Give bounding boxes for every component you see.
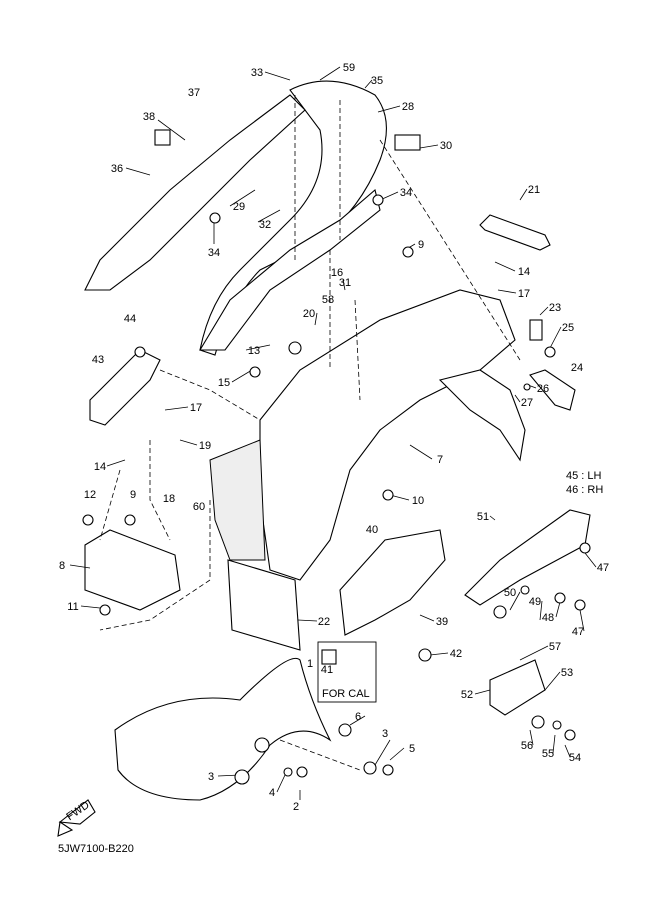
callout-17: 17	[518, 288, 530, 300]
callout-40: 40	[366, 524, 378, 536]
callout-3: 3	[208, 771, 214, 783]
callout-34: 34	[400, 187, 412, 199]
callout-21: 21	[528, 184, 540, 196]
callout-33: 33	[251, 67, 263, 79]
callout-17: 17	[190, 402, 202, 414]
callout-4: 4	[269, 787, 275, 799]
callout-9: 9	[418, 239, 424, 251]
callout-29: 29	[233, 201, 245, 213]
side-label-lh: 45 : LH	[566, 470, 602, 482]
callout-12: 12	[84, 489, 96, 501]
callout-53: 53	[561, 667, 573, 679]
callout-48: 48	[542, 612, 554, 624]
callout-6: 6	[355, 711, 361, 723]
callout-44: 44	[124, 313, 136, 325]
callout-14: 14	[518, 266, 530, 278]
inner-fender-part-7	[259, 289, 516, 581]
fwd-arrow-icon	[57, 799, 96, 837]
callout-2: 2	[293, 801, 299, 813]
callout-27: 27	[521, 397, 533, 409]
callout-41: 41	[321, 664, 333, 676]
callout-10: 10	[412, 495, 424, 507]
leader-lines	[69, 66, 597, 800]
battery-box-part-8	[84, 529, 181, 611]
callout-47: 47	[572, 626, 584, 638]
callout-13: 13	[248, 345, 260, 357]
callout-47: 47	[597, 562, 609, 574]
front-fender-part-1	[114, 657, 332, 801]
callout-3: 3	[382, 728, 388, 740]
side-label-rh: 46 : RH	[566, 484, 603, 496]
callout-23: 23	[549, 302, 561, 314]
callout-56: 56	[521, 740, 533, 752]
callout-22: 22	[318, 616, 330, 628]
bracket-part-24	[529, 369, 576, 411]
callout-51: 51	[477, 511, 489, 523]
callout-19: 19	[199, 440, 211, 452]
callout-57: 57	[549, 641, 561, 653]
bracket-part-21	[479, 214, 551, 251]
callout-55: 55	[542, 748, 554, 760]
callout-30: 30	[440, 140, 452, 152]
callout-18: 18	[163, 493, 175, 505]
callout-38: 38	[143, 111, 155, 123]
callout-42: 42	[450, 648, 462, 660]
callout-52: 52	[461, 689, 473, 701]
for-cal-label: FOR CAL	[322, 688, 370, 700]
callout-34: 34	[208, 247, 220, 259]
for-cal-box	[317, 641, 377, 703]
callout-49: 49	[529, 596, 541, 608]
plate-part-22	[227, 559, 301, 651]
callout-8: 8	[59, 560, 65, 572]
fastener-icons	[82, 129, 591, 785]
callout-1: 1	[307, 658, 313, 670]
callout-39: 39	[436, 616, 448, 628]
callout-14: 14	[94, 461, 106, 473]
callout-50: 50	[504, 587, 516, 599]
callout-11: 11	[67, 601, 78, 613]
callout-36: 36	[111, 163, 123, 175]
callout-32: 32	[259, 219, 271, 231]
bracket-part-52	[489, 659, 546, 716]
callout-37: 37	[188, 87, 200, 99]
callout-59: 59	[343, 62, 355, 74]
callout-25: 25	[562, 322, 574, 334]
assembly-dashes	[99, 95, 521, 771]
fender-tail-part-7	[438, 369, 526, 462]
callout-5: 5	[409, 743, 415, 755]
callout-7: 7	[437, 454, 443, 466]
callout-58: 58	[322, 294, 334, 306]
callout-60: 60	[193, 501, 205, 513]
callout-15: 15	[218, 377, 230, 389]
callout-9: 9	[130, 489, 136, 501]
callout-24: 24	[571, 362, 583, 374]
side-cover-right	[199, 189, 381, 351]
side-cover-left	[84, 94, 306, 291]
callout-16: 16	[331, 267, 343, 279]
grab-bar-part-45-46	[464, 509, 591, 606]
diagram-code: 5JW7100-B220	[58, 843, 134, 855]
callout-54: 54	[569, 752, 581, 764]
tray-part-60	[209, 439, 266, 561]
callout-35: 35	[371, 75, 383, 87]
callout-43: 43	[92, 354, 104, 366]
callout-31: 31	[339, 277, 351, 289]
callout-20: 20	[303, 308, 315, 320]
callout-26: 26	[537, 383, 549, 395]
callout-28: 28	[402, 101, 414, 113]
guard-part-39	[339, 529, 446, 636]
